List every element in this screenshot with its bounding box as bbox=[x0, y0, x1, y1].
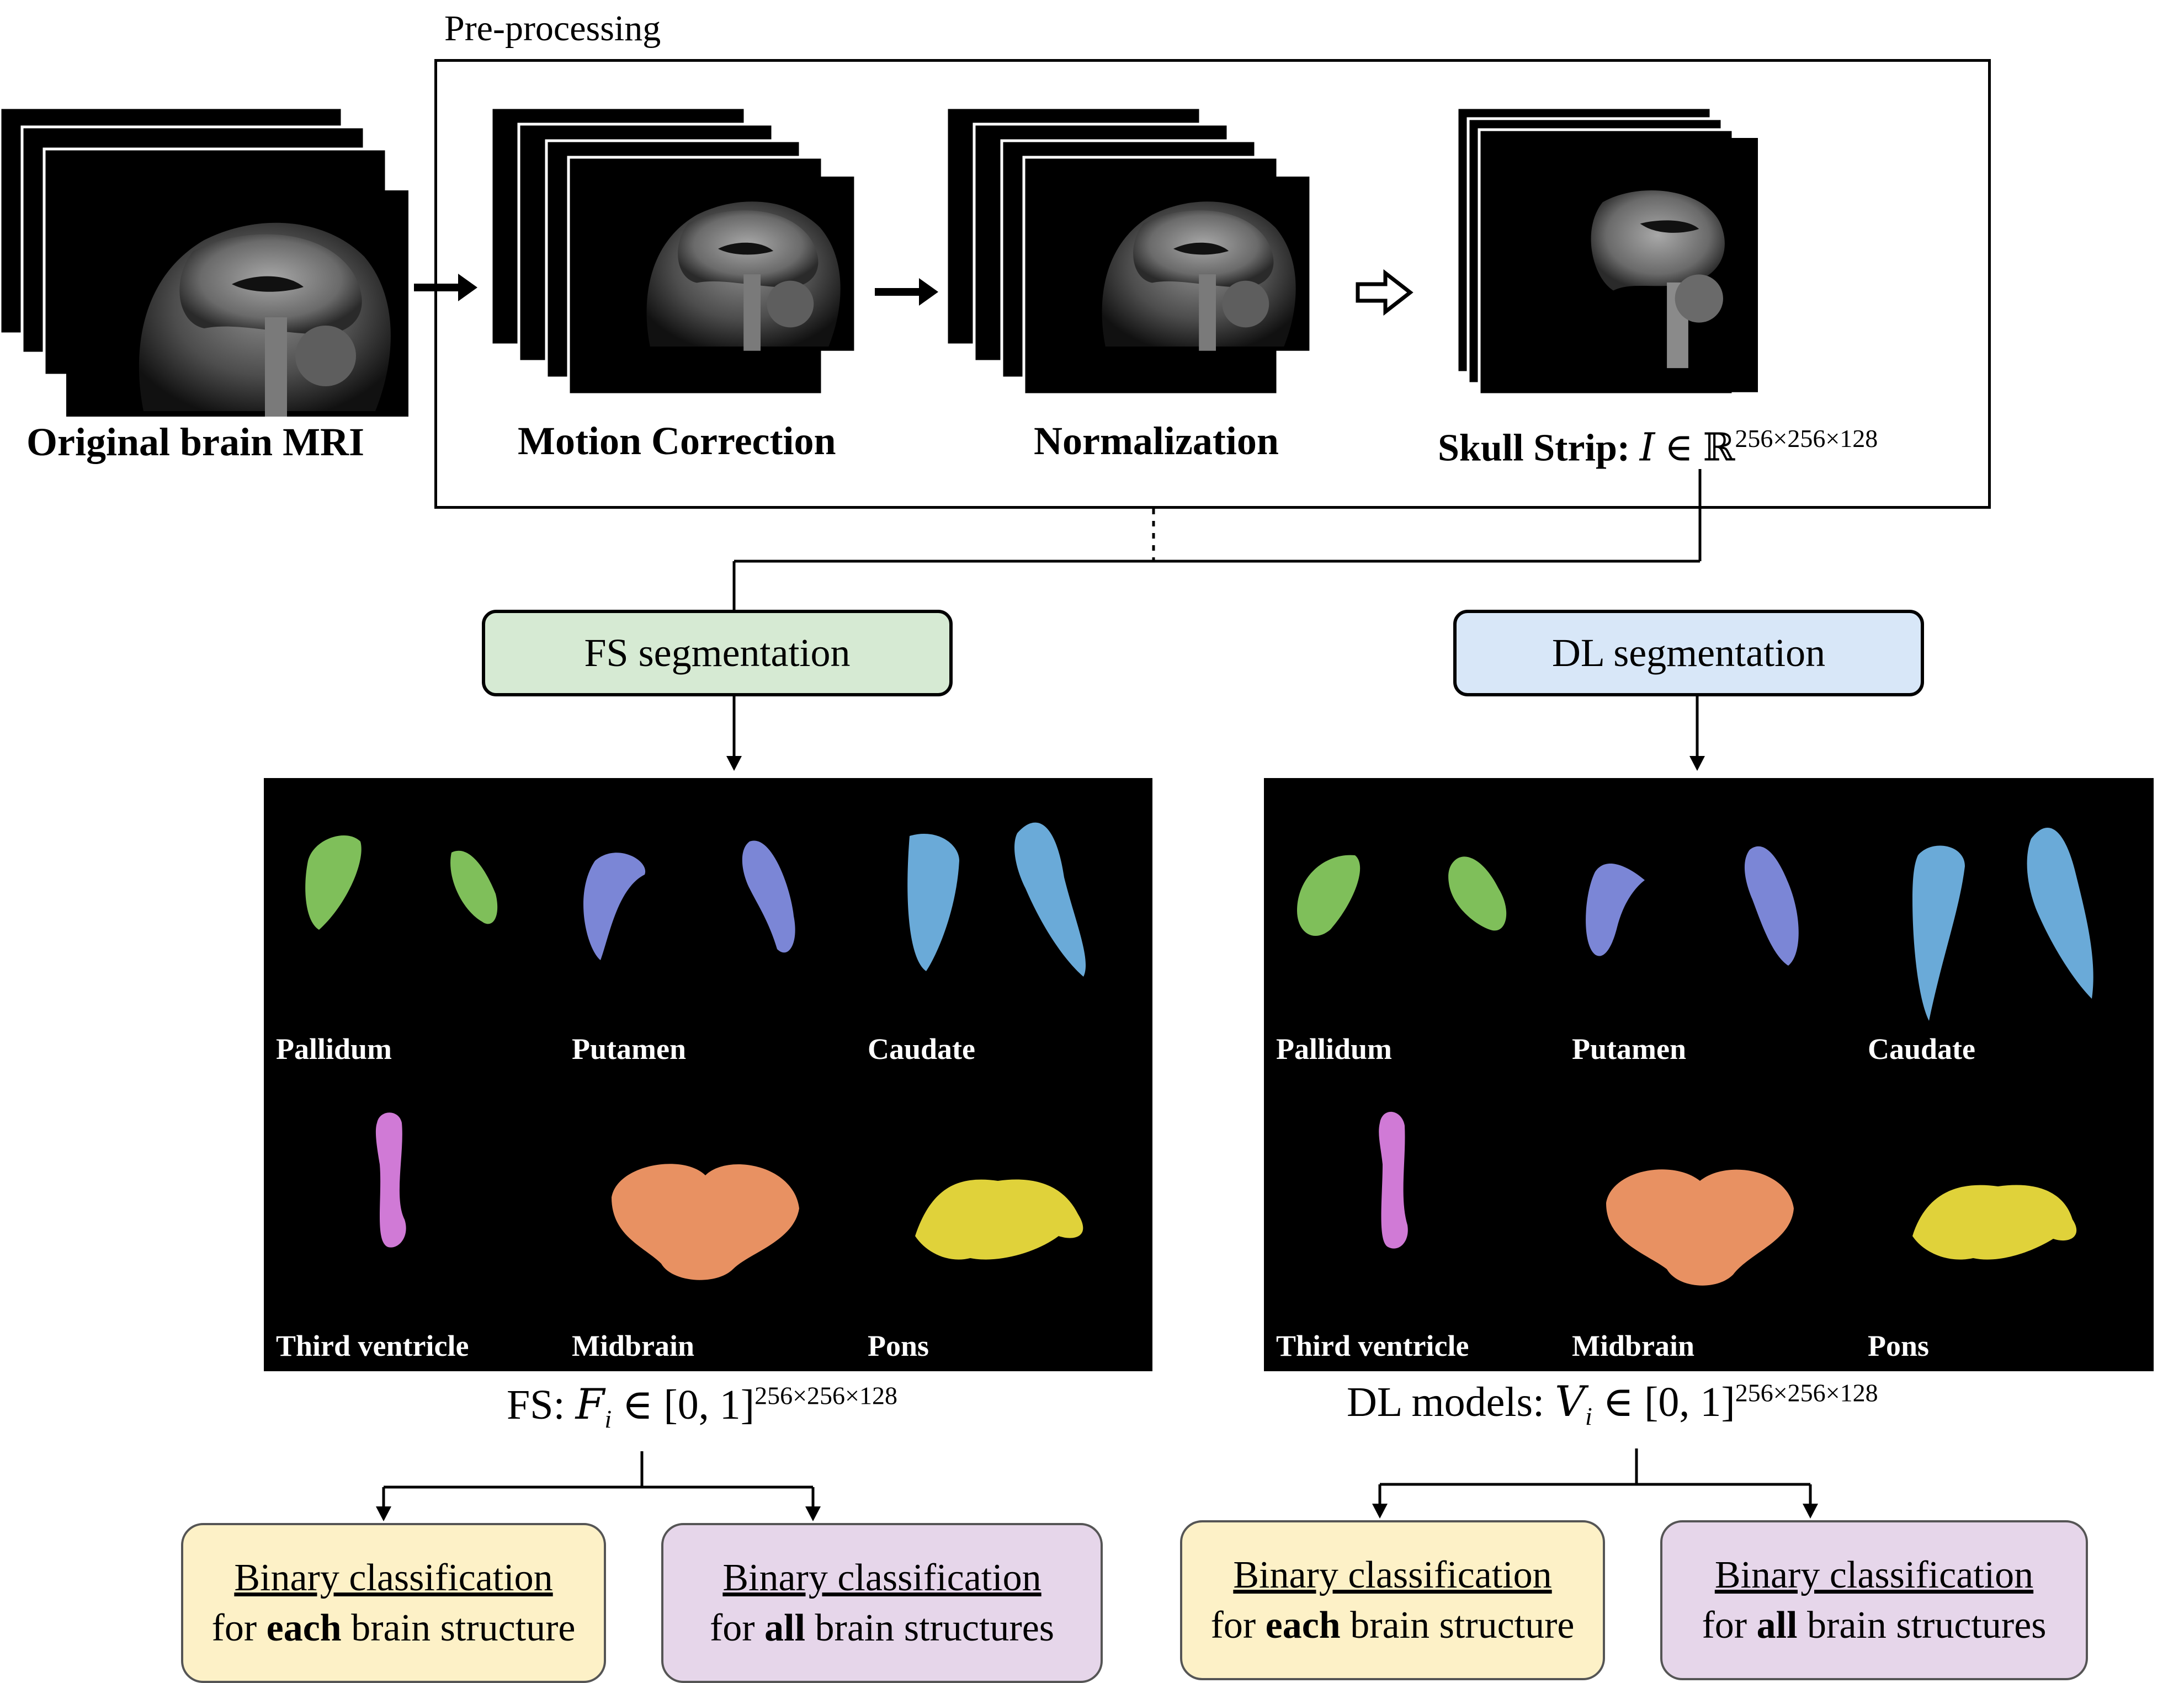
dl-caudate-left bbox=[1912, 845, 1965, 1021]
dl-output-dims: 256×256×128 bbox=[1735, 1378, 1878, 1407]
fs-segmentation-box: FS segmentation bbox=[482, 610, 953, 696]
fs-all-pre: for bbox=[710, 1607, 755, 1649]
motion-correction-label: Motion Correction bbox=[518, 419, 836, 463]
fs-label-putamen: Putamen bbox=[572, 1032, 686, 1066]
fs-each-desc: for each brain structure bbox=[212, 1603, 576, 1653]
fs-pallidum-right bbox=[450, 850, 498, 924]
fs-each-bold: each bbox=[266, 1607, 342, 1649]
dl-classification-all-box: Binary classification for all brain stru… bbox=[1660, 1520, 2088, 1680]
fs-label-pallidum: Pallidum bbox=[276, 1032, 392, 1066]
skull-strip-text: Skull Strip: bbox=[1438, 427, 1630, 470]
dl-label-caudate: Caudate bbox=[1868, 1032, 1976, 1066]
dl-putamen-right bbox=[1744, 846, 1799, 966]
dl-putamen-left bbox=[1586, 863, 1645, 956]
fs-classification-each-box: Binary classification for each brain str… bbox=[181, 1523, 606, 1683]
skull-strip-label: Skull Strip: I ∈ ℝ256×256×128 bbox=[1438, 424, 1878, 470]
dl-output-formula: DL models: Vi ∈ [0, 1]256×256×128 bbox=[1347, 1377, 1878, 1431]
fs-structures-panel: Pallidum Putamen Caudate Third ventricle… bbox=[264, 778, 1152, 1371]
fs-output-sub: i bbox=[604, 1405, 612, 1434]
skull-strip-var: I bbox=[1639, 424, 1655, 470]
fs-label-third-ventricle: Third ventricle bbox=[276, 1329, 469, 1362]
dl-each-bold: each bbox=[1265, 1604, 1341, 1647]
dl-output-prefix: DL models: bbox=[1347, 1379, 1545, 1425]
fs-output-interval: [0, 1] bbox=[663, 1382, 755, 1428]
hollow-arrow-normalization-to-skullstrip bbox=[1356, 269, 1414, 316]
dl-segmentation-box: DL segmentation bbox=[1453, 610, 1924, 696]
fs-each-pre: for bbox=[211, 1607, 257, 1649]
fs-caudate-left bbox=[907, 834, 959, 971]
dl-all-pre: for bbox=[1702, 1604, 1747, 1647]
fs-output-dims: 256×256×128 bbox=[754, 1381, 897, 1410]
dl-each-desc: for each brain structure bbox=[1211, 1600, 1575, 1650]
dl-all-title: Binary classification bbox=[1714, 1554, 2034, 1596]
dl-third-ventricle bbox=[1379, 1111, 1408, 1249]
skull-strip-rel: ∈ bbox=[1664, 427, 1693, 470]
fs-all-title: Binary classification bbox=[722, 1557, 1041, 1599]
fs-caudate-right bbox=[1014, 822, 1086, 977]
dl-output-sub: i bbox=[1585, 1402, 1592, 1431]
mri-image-stacks bbox=[0, 106, 1758, 417]
fs-each-title: Binary classification bbox=[234, 1557, 553, 1599]
fs-midbrain bbox=[612, 1164, 799, 1280]
arrow-original-to-motion bbox=[414, 274, 477, 301]
original-mri-label: Original brain MRI bbox=[26, 420, 365, 464]
dl-pallidum-left bbox=[1297, 855, 1361, 936]
preprocessing-title: Pre-processing bbox=[444, 8, 661, 49]
fs-output-rel: ∈ bbox=[622, 1382, 653, 1428]
normalization-stack bbox=[945, 106, 1310, 396]
dl-structures-panel: Pallidum Putamen Caudate Third ventricle… bbox=[1264, 778, 2154, 1371]
dl-each-title: Binary classification bbox=[1233, 1554, 1552, 1596]
dl-output-var: V bbox=[1555, 1377, 1586, 1426]
dl-caudate-right bbox=[2027, 828, 2093, 999]
fs-structure-renders bbox=[305, 822, 1086, 1280]
motion-correction-stack bbox=[490, 106, 854, 396]
fs-output-var: F bbox=[575, 1380, 605, 1429]
original-mri-stack bbox=[0, 106, 408, 417]
fs-label-caudate: Caudate bbox=[868, 1032, 976, 1066]
dl-label-putamen: Putamen bbox=[1572, 1032, 1686, 1066]
dl-label-pons: Pons bbox=[1868, 1329, 1930, 1362]
fs-output-prefix: FS: bbox=[507, 1382, 565, 1428]
dl-all-post: brain structures bbox=[1807, 1604, 2047, 1647]
skull-strip-set: ℝ bbox=[1703, 427, 1735, 470]
fs-label-pons: Pons bbox=[868, 1329, 929, 1362]
arrow-motion-to-normalization bbox=[875, 278, 938, 306]
dl-pallidum-right bbox=[1448, 856, 1507, 931]
fs-pons bbox=[915, 1179, 1083, 1260]
dl-classification-each-box: Binary classification for each brain str… bbox=[1180, 1520, 1605, 1680]
fs-putamen-right bbox=[742, 840, 795, 953]
dl-label-pallidum: Pallidum bbox=[1276, 1032, 1393, 1066]
dl-midbrain bbox=[1606, 1169, 1794, 1286]
dl-label-midbrain: Midbrain bbox=[1572, 1329, 1695, 1362]
dl-all-bold: all bbox=[1756, 1604, 1798, 1647]
dl-structure-renders bbox=[1297, 828, 2093, 1286]
fs-all-post: brain structures bbox=[815, 1607, 1054, 1649]
dl-output-interval: [0, 1] bbox=[1644, 1379, 1735, 1425]
fs-all-desc: for all brain structures bbox=[710, 1603, 1054, 1653]
fs-putamen-left bbox=[583, 853, 646, 960]
normalization-label: Normalization bbox=[1034, 419, 1279, 463]
fs-output-formula: FS: Fi ∈ [0, 1]256×256×128 bbox=[507, 1380, 897, 1434]
skull-strip-stack bbox=[1455, 106, 1758, 396]
dl-each-post: brain structure bbox=[1350, 1604, 1575, 1647]
fs-classification-all-box: Binary classification for all brain stru… bbox=[661, 1523, 1103, 1683]
dl-output-rel: ∈ bbox=[1602, 1379, 1634, 1425]
dl-all-desc: for all brain structures bbox=[1702, 1600, 2047, 1650]
skull-strip-dims: 256×256×128 bbox=[1735, 424, 1878, 452]
fs-all-bold: all bbox=[764, 1607, 806, 1649]
dl-pons bbox=[1912, 1185, 2077, 1260]
fs-each-post: brain structure bbox=[351, 1607, 576, 1649]
fs-pallidum-left bbox=[305, 835, 362, 930]
dl-label-third-ventricle: Third ventricle bbox=[1276, 1329, 1469, 1362]
fs-third-ventricle bbox=[375, 1112, 406, 1248]
fs-label-midbrain: Midbrain bbox=[572, 1329, 695, 1362]
dl-each-pre: for bbox=[1210, 1604, 1256, 1647]
